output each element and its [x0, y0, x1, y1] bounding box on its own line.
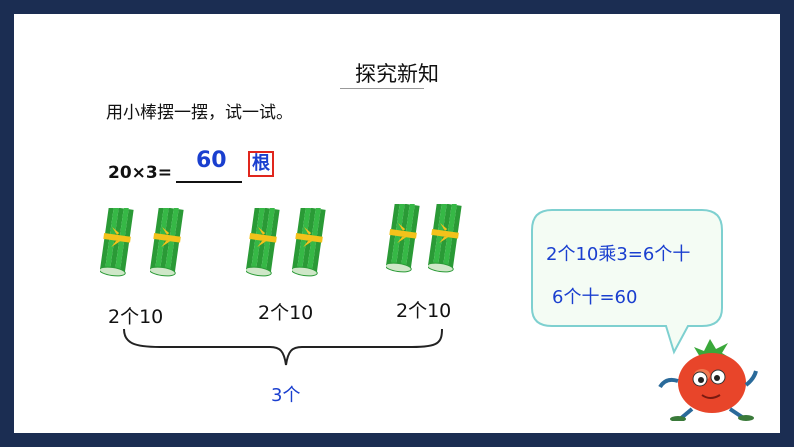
bubble-line-2: 6个十=60	[552, 287, 638, 308]
instruction-text: 用小棒摆一摆，试一试。	[106, 103, 293, 123]
corner-mark	[774, 14, 780, 20]
group-label: 2个10	[108, 306, 164, 328]
tomato-mascot-icon	[658, 339, 758, 421]
stick-bundle-icon	[100, 208, 136, 278]
bubble-line-1: 2个10乘3=6个十	[546, 244, 691, 265]
stick-bundle-icon	[428, 204, 464, 274]
answer-blank-line	[176, 181, 242, 183]
title-underline	[340, 88, 424, 89]
corner-mark	[774, 427, 780, 433]
curly-brace-icon	[123, 328, 443, 366]
slide-title: 探究新知	[355, 62, 439, 86]
corner-mark	[14, 427, 20, 433]
unit-box: 根	[248, 151, 274, 177]
stick-bundle-icon	[292, 208, 328, 278]
corner-mark	[14, 14, 20, 20]
answer-value: 60	[196, 148, 227, 173]
group-label: 2个10	[258, 302, 314, 324]
speech-bubble	[531, 209, 723, 355]
stick-bundle-icon	[386, 204, 422, 274]
equation-text: 20×3=	[108, 163, 172, 183]
stick-bundle-icon	[150, 208, 186, 278]
stick-bundle-icon	[246, 208, 282, 278]
group-label: 2个10	[396, 300, 452, 322]
times-label: 3个	[271, 385, 301, 406]
